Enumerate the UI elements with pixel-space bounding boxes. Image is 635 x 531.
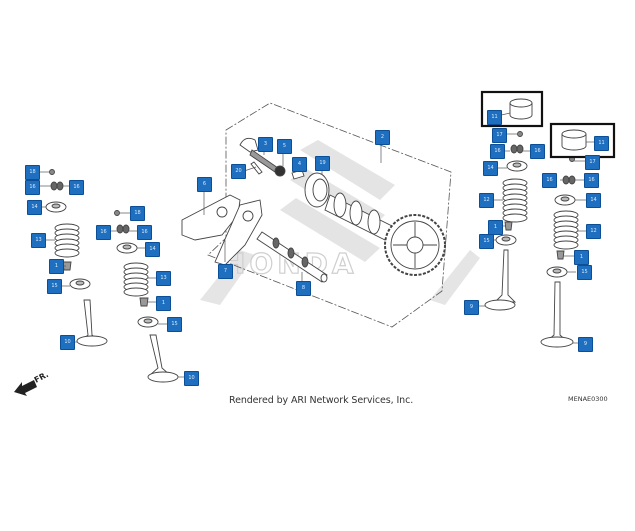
- part-callout-1[interactable]: 1: [49, 259, 64, 274]
- front-direction-label: FR.: [33, 370, 50, 385]
- valve-stack-right-a: [484, 131, 528, 311]
- shim-box-b: [549, 122, 616, 159]
- part-callout-7[interactable]: 7: [218, 264, 233, 279]
- part-callout-18[interactable]: 18: [25, 165, 40, 180]
- leader-lines: [38, 112, 595, 378]
- part-callout-11[interactable]: 11: [487, 110, 502, 125]
- part-callout-15[interactable]: 15: [479, 234, 494, 249]
- part-callout-17[interactable]: 17: [492, 128, 507, 143]
- part-callout-1[interactable]: 1: [156, 296, 171, 311]
- part-callout-20[interactable]: 20: [231, 164, 246, 179]
- part-callout-9[interactable]: 9: [464, 300, 479, 315]
- part-callout-1[interactable]: 1: [574, 250, 589, 265]
- shim-a: [509, 98, 533, 120]
- part-callout-17[interactable]: 17: [585, 155, 600, 170]
- front-direction-arrow-icon: [14, 380, 37, 396]
- camshaft: [324, 192, 401, 246]
- valve-stack-left-b: [114, 210, 179, 383]
- part-callout-12[interactable]: 12: [586, 224, 601, 239]
- part-callout-18[interactable]: 18: [130, 206, 145, 221]
- part-callout-3[interactable]: 3: [258, 137, 273, 152]
- part-callout-16[interactable]: 16: [137, 225, 152, 240]
- bearing-19: [304, 172, 330, 208]
- part-callout-16[interactable]: 16: [542, 173, 557, 188]
- part-callout-14[interactable]: 14: [27, 200, 42, 215]
- rocker-shaft-8: [256, 231, 328, 283]
- part-callout-13[interactable]: 13: [156, 271, 171, 286]
- rocker-arm-6: [181, 194, 241, 241]
- rendered-by-credit: Rendered by ARI Network Services, Inc.: [229, 395, 414, 406]
- part-callout-15[interactable]: 15: [167, 317, 182, 332]
- part-callout-10[interactable]: 10: [60, 335, 75, 350]
- part-callout-1[interactable]: 1: [488, 220, 503, 235]
- shim-box-a: [480, 90, 544, 128]
- camshaft-assembly-boundary: [207, 102, 452, 328]
- diagram-code: MENAE0300: [568, 395, 608, 403]
- valve-stack-left-a: [45, 169, 108, 347]
- decompressor-parts: [239, 137, 305, 180]
- part-callout-16[interactable]: 16: [69, 180, 84, 195]
- part-callout-5[interactable]: 5: [277, 139, 292, 154]
- part-callout-11[interactable]: 11: [594, 136, 609, 151]
- part-callout-13[interactable]: 13: [31, 233, 46, 248]
- part-callout-16[interactable]: 16: [584, 173, 599, 188]
- cam-sprocket: [384, 214, 446, 276]
- shim-b: [561, 129, 587, 151]
- part-callout-16[interactable]: 16: [530, 144, 545, 159]
- part-callout-6[interactable]: 6: [197, 177, 212, 192]
- part-callout-14[interactable]: 14: [145, 242, 160, 257]
- part-callout-19[interactable]: 19: [315, 156, 330, 171]
- part-callout-15[interactable]: 15: [577, 265, 592, 280]
- part-callout-8[interactable]: 8: [296, 281, 311, 296]
- part-callout-16[interactable]: 16: [490, 144, 505, 159]
- part-callout-16[interactable]: 16: [25, 180, 40, 195]
- part-callout-10[interactable]: 10: [184, 371, 199, 386]
- part-callout-9[interactable]: 9: [578, 337, 593, 352]
- part-callout-14[interactable]: 14: [586, 193, 601, 208]
- part-callout-14[interactable]: 14: [483, 161, 498, 176]
- part-callout-4[interactable]: 4: [292, 157, 307, 172]
- part-callout-15[interactable]: 15: [47, 279, 62, 294]
- part-callout-12[interactable]: 12: [479, 193, 494, 208]
- part-callout-2[interactable]: 2: [375, 130, 390, 145]
- part-callout-16[interactable]: 16: [96, 225, 111, 240]
